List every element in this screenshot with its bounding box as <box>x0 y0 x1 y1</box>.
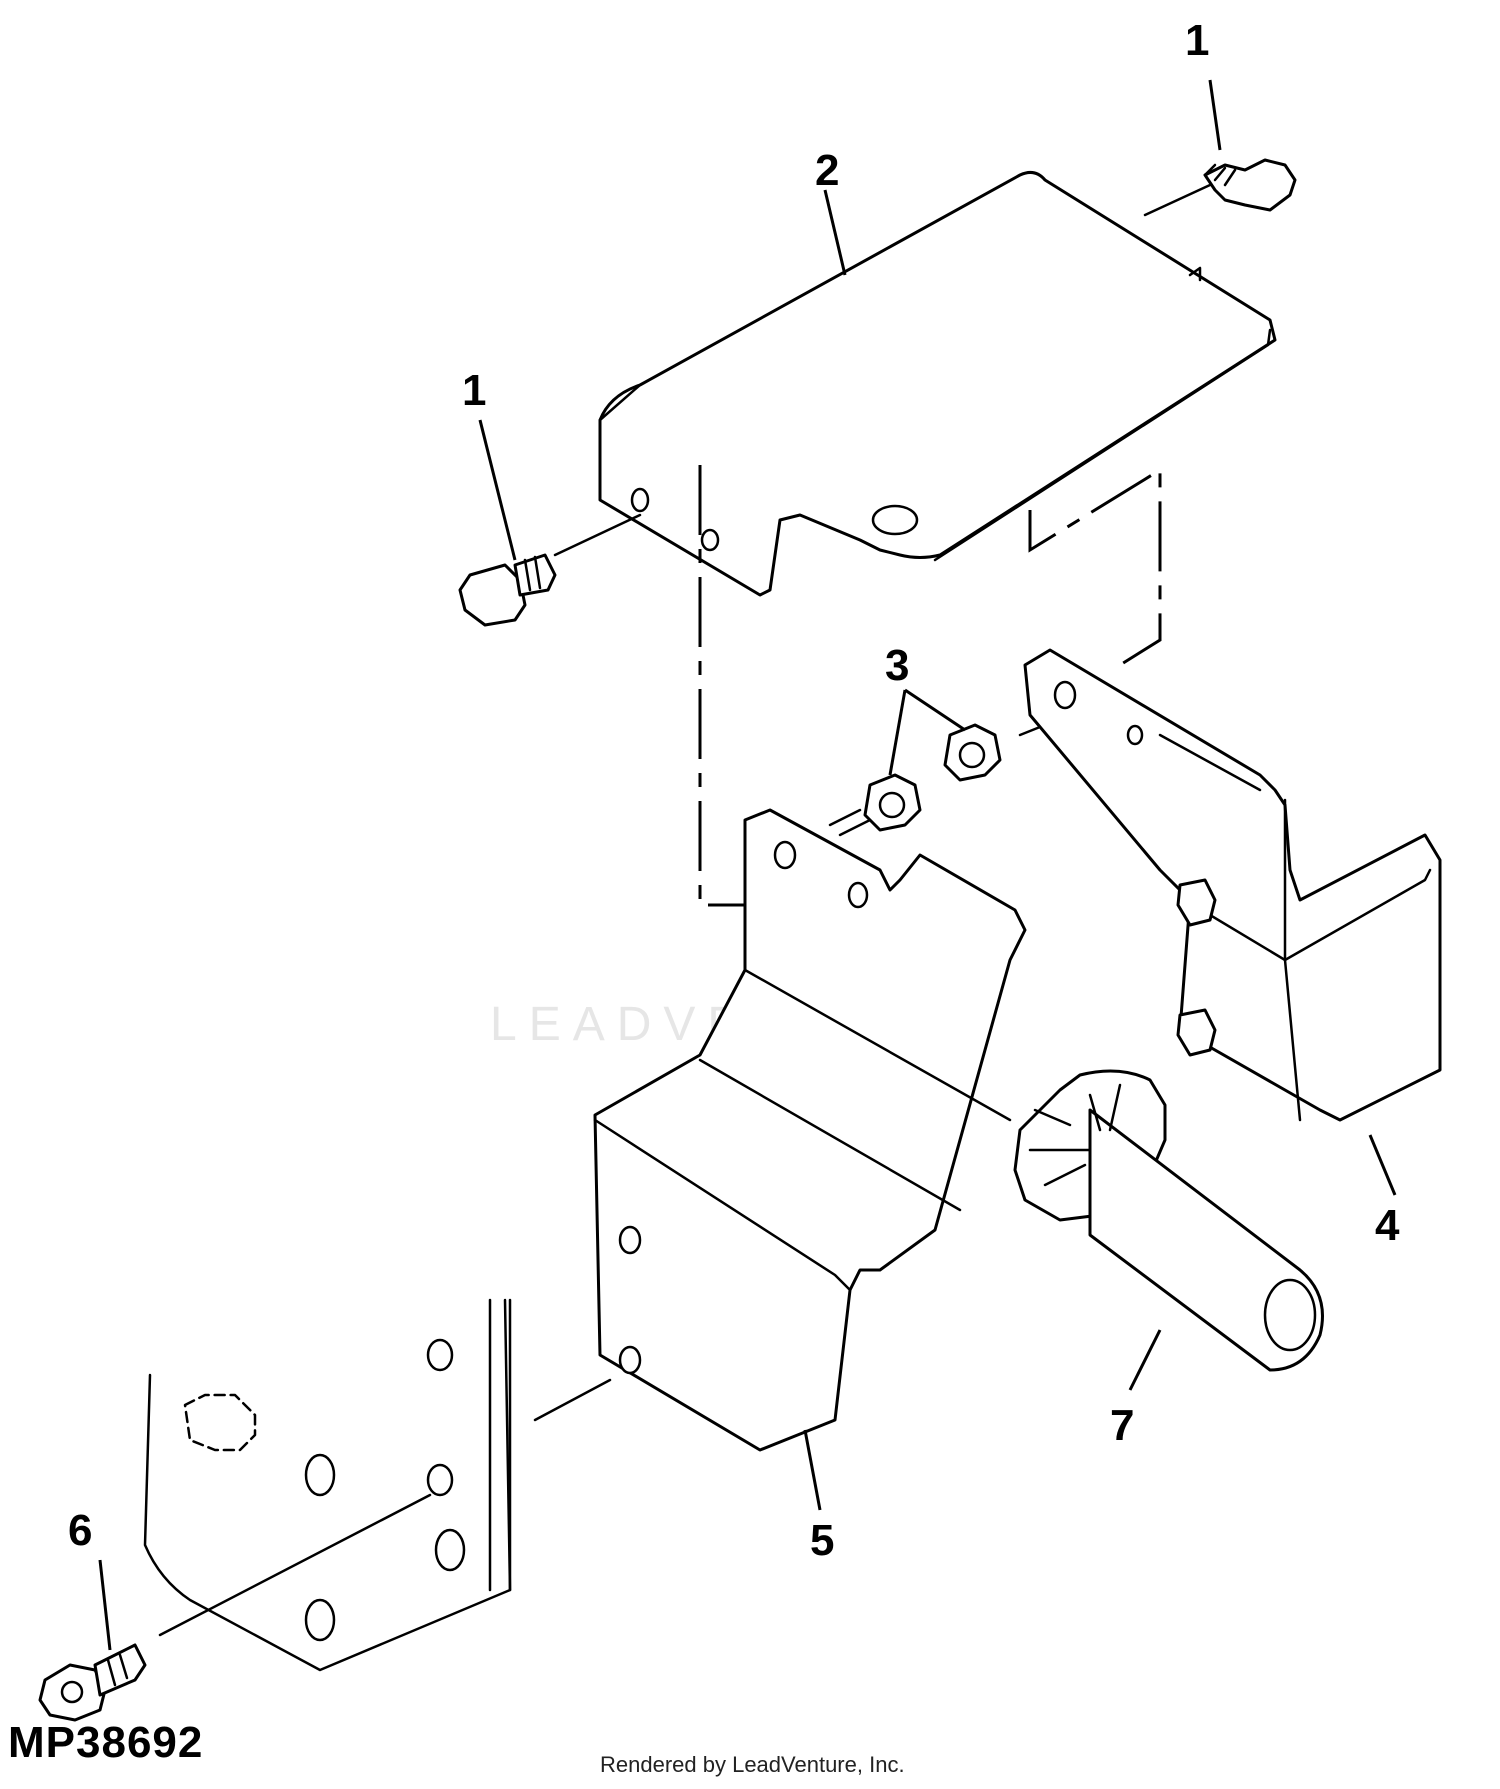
cover-plate <box>598 170 1277 597</box>
callout-6: 6 <box>68 1506 92 1555</box>
callout-1-top: 1 <box>1185 16 1209 65</box>
callout-5: 5 <box>810 1516 834 1565</box>
alignment-line-right <box>1028 467 1162 667</box>
bolt-lower <box>38 1643 147 1722</box>
right-bracket <box>1023 648 1442 1122</box>
bolt-top-right <box>1203 158 1297 212</box>
nut-lower <box>863 773 922 832</box>
figure-id: MP38692 <box>8 1718 204 1767</box>
callout-7: 7 <box>1110 1401 1134 1450</box>
credit-text: Rendered by LeadVenture, Inc. <box>600 1752 905 1777</box>
grip <box>1013 1069 1324 1372</box>
frame-plate <box>143 1298 512 1672</box>
callout-2: 2 <box>815 146 839 195</box>
nut-upper <box>943 723 1002 782</box>
left-bracket <box>593 808 1027 1452</box>
callout-1-left: 1 <box>462 366 486 415</box>
bolt-left <box>458 553 557 627</box>
callout-3: 3 <box>885 641 909 690</box>
callout-4: 4 <box>1375 1201 1400 1250</box>
